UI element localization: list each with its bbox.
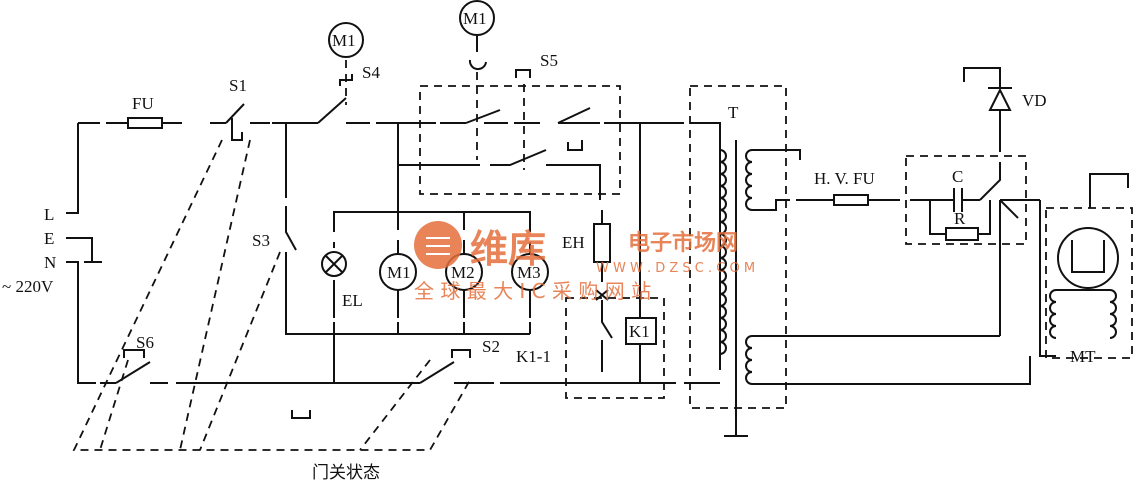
label-s4: S4 (362, 63, 380, 82)
label-vd: VD (1022, 91, 1047, 110)
label-r: R (954, 209, 966, 228)
label-door-state: 门关状态 (312, 463, 380, 481)
heater-eh (593, 223, 611, 263)
switch-s5-group: M1 S5 (397, 0, 621, 200)
label-e: E (44, 229, 54, 248)
label-fu: FU (132, 94, 154, 113)
watermark-slogan: 全 球 最 大 I C 采 购 网 站 (414, 279, 651, 303)
label-n: N (44, 253, 56, 272)
label-l: L (44, 205, 54, 224)
magnetron-mt: MT (790, 173, 1133, 385)
load-bank: EL M1 M2 M3 (321, 123, 549, 383)
switch-s3: S3 (252, 123, 530, 335)
hv-fuse: H. V. FU (796, 169, 900, 206)
watermark-brand: 维库 (470, 227, 546, 271)
door-linkage: 门关状态 (72, 139, 471, 481)
label-hv-fu: H. V. FU (814, 169, 875, 188)
label-m3: M3 (517, 263, 541, 282)
label-el: EL (342, 291, 363, 310)
switch-s4: M1 S4 (317, 22, 380, 124)
label-s5: S5 (540, 51, 558, 70)
switch-s1: S1 (225, 76, 247, 141)
motor-m3 (511, 253, 549, 291)
heater-relay-group: EH K1 K1-1 (516, 123, 665, 399)
watermark-url: W W W . D Z S C . C O M (596, 261, 755, 276)
label-mt: MT (1070, 347, 1096, 366)
mains-wiring (66, 122, 721, 384)
motor-m1 (379, 253, 417, 291)
switch-s2: S2 (291, 337, 500, 419)
label-s6: S6 (136, 333, 154, 352)
watermark: 维库 电子市场网 W W W . D Z S C . C O M 全 球 最 大… (414, 221, 755, 303)
label-220v: ~ 220V (2, 277, 54, 296)
label-k1: K1 (629, 322, 650, 341)
motor-m2 (445, 253, 483, 291)
transformer-t: T (689, 85, 801, 437)
mains-labels: L E N ~ 220V (2, 205, 56, 296)
capacitor-resistor: C R (905, 155, 1040, 245)
diode-vd: VD (963, 67, 1047, 152)
label-m1-top-a: M1 (332, 31, 356, 50)
label-m1-top-b: M1 (463, 9, 487, 28)
lamp-el (321, 251, 347, 277)
switch-s6: S6 (115, 333, 154, 384)
label-eh: EH (562, 233, 585, 252)
label-k1-1: K1-1 (516, 347, 551, 366)
label-t: T (728, 103, 739, 122)
label-s3: S3 (252, 231, 270, 250)
label-s2: S2 (482, 337, 500, 356)
label-m1-bank: M1 (387, 263, 411, 282)
label-c: C (952, 167, 963, 186)
watermark-title: 电子市场网 (628, 230, 738, 256)
label-m2: M2 (451, 263, 475, 282)
label-s1: S1 (229, 76, 247, 95)
fuse-fu: FU (127, 94, 163, 129)
